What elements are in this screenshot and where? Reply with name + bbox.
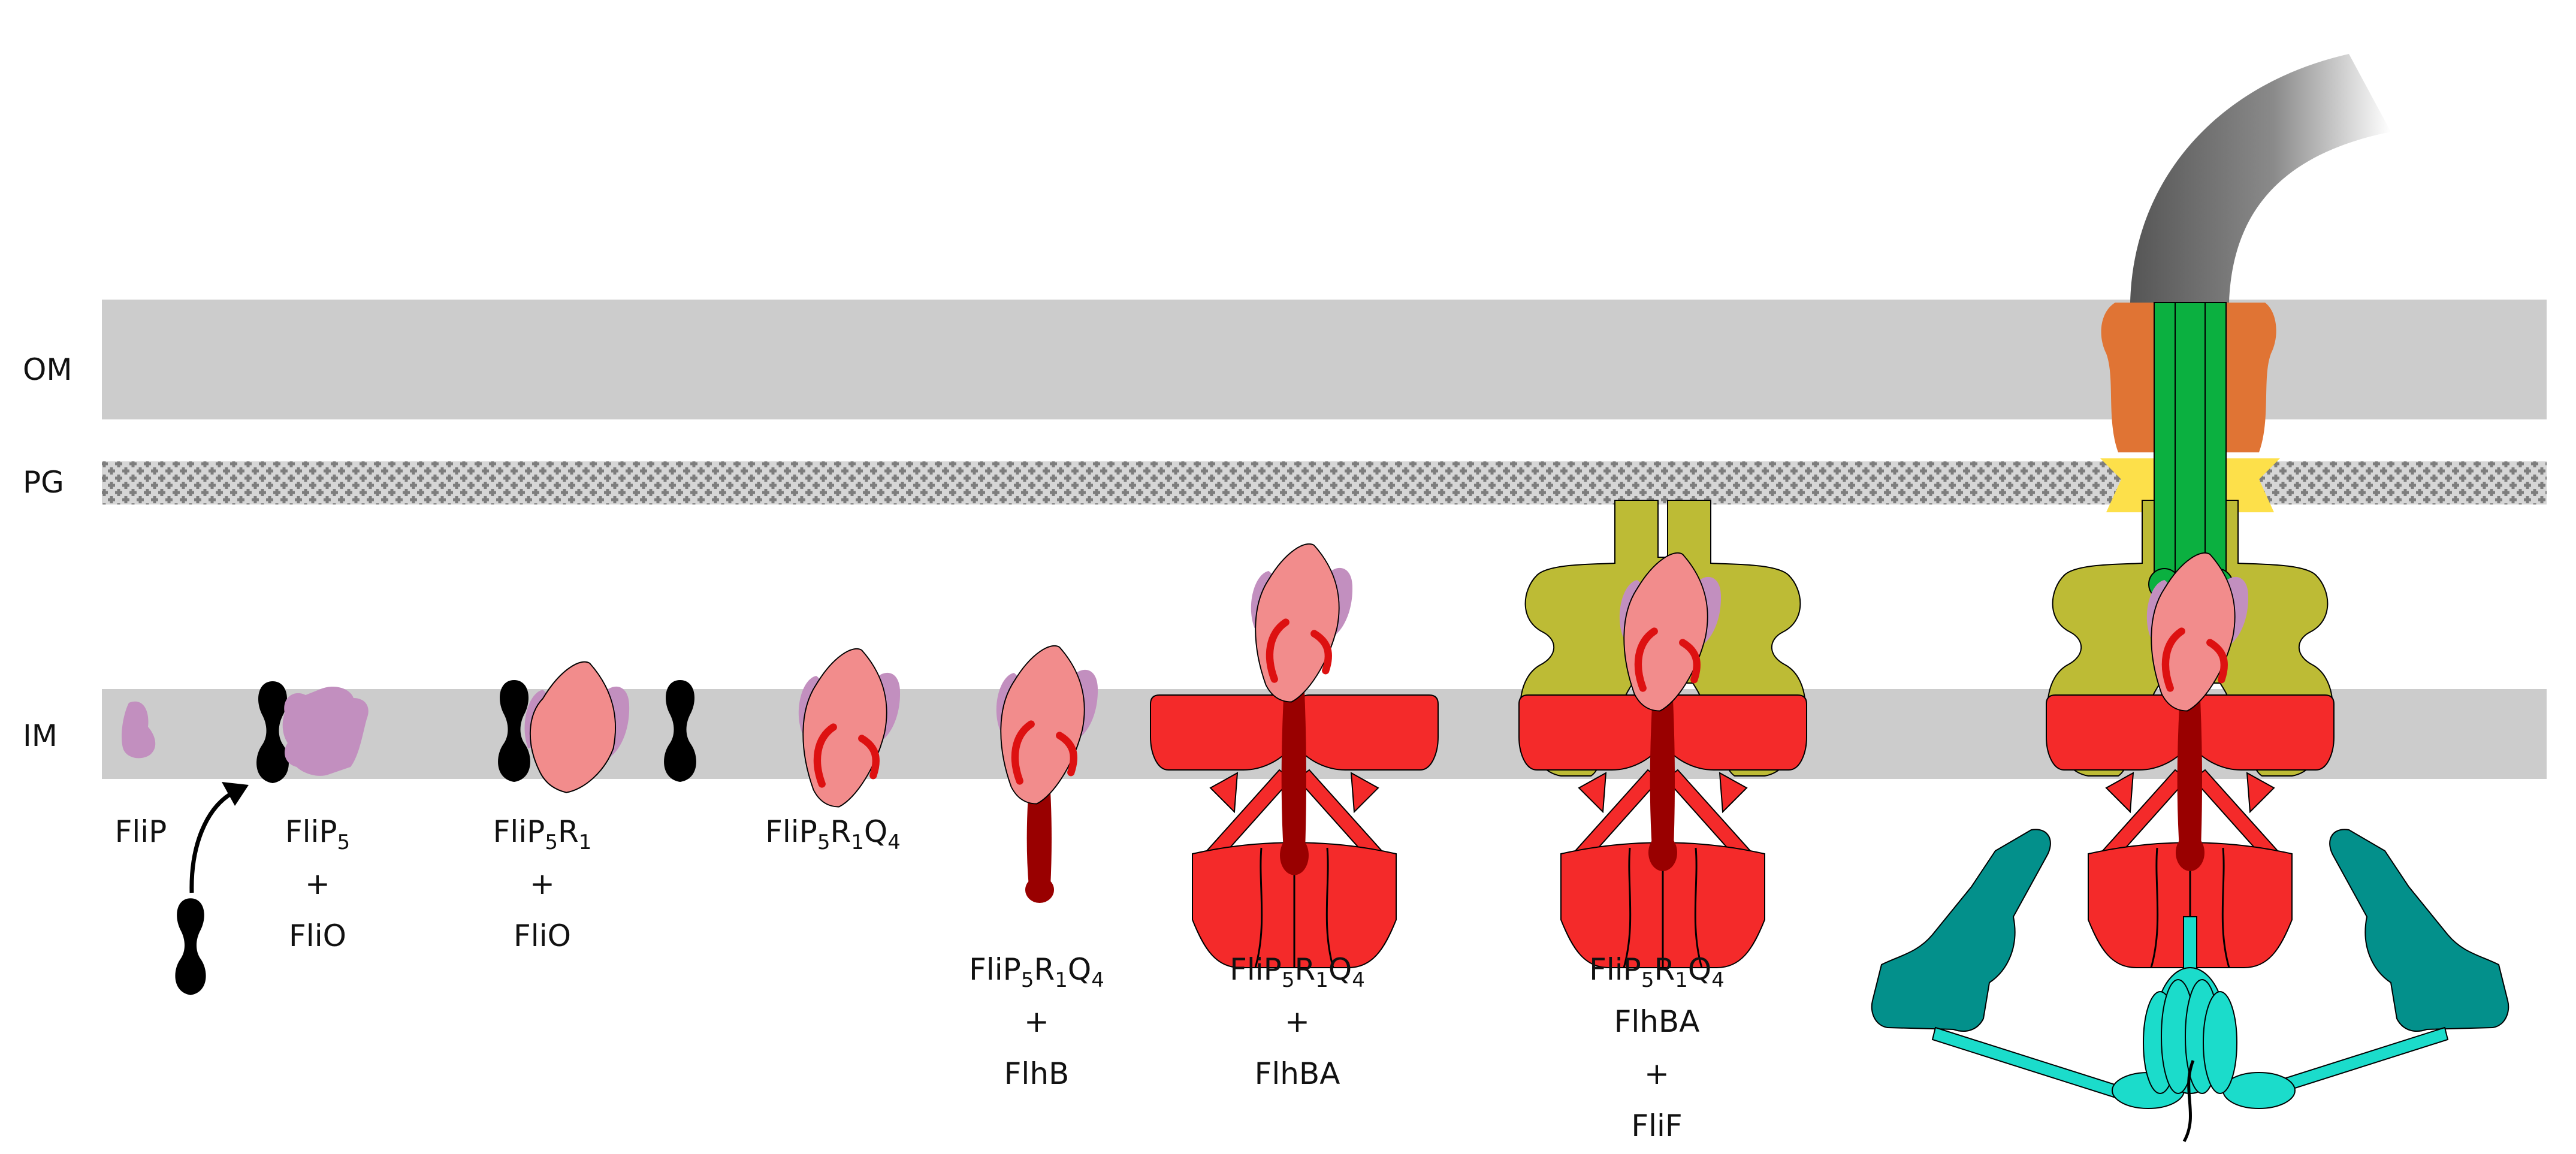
flih-arm-left bbox=[1931, 1026, 2125, 1101]
stage-label-text: FliP bbox=[115, 814, 167, 849]
stage-label-line: FliP5R1Q4 bbox=[765, 814, 901, 854]
stage-label-6: FliP5R1Q4 + FlhBA bbox=[1230, 952, 1365, 1091]
stage-label-text: FlhB bbox=[1004, 1056, 1070, 1091]
stage-label-line: FliP5R1Q4 bbox=[1230, 952, 1365, 992]
stage-label-text: FlhBA bbox=[1614, 1004, 1700, 1039]
flii-atpase bbox=[2143, 967, 2237, 1094]
stage-label-text: FliP bbox=[969, 952, 1021, 987]
stage-label-line: + bbox=[530, 866, 555, 901]
stage-label-subscript: 1 bbox=[579, 830, 592, 854]
stage-label-text: FliP bbox=[1589, 952, 1641, 987]
stage-label-line: + bbox=[1285, 1004, 1310, 1039]
stage4-flip5r1q4-complex bbox=[799, 649, 900, 807]
assembly-arrowhead bbox=[222, 782, 249, 806]
stage-label-text: FliP bbox=[1230, 952, 1282, 987]
free-flio-protein bbox=[175, 898, 206, 995]
layer-label-pg: PG bbox=[23, 465, 64, 500]
stage-label-line: FlhB bbox=[1004, 1056, 1070, 1091]
stage-label-line: FliO bbox=[514, 919, 571, 953]
stage-label-text: Q bbox=[1328, 952, 1352, 987]
stage-label-text: FliP bbox=[765, 814, 817, 849]
stage-label-5: FliP5R1Q4 + FlhB bbox=[969, 952, 1104, 1091]
stage-label-3: FliP5R1 + FliO bbox=[493, 814, 592, 953]
stage3-flip5r1-flio bbox=[498, 661, 630, 793]
stage-label-line: FlhBA bbox=[1614, 1004, 1700, 1039]
stage-label-text: R bbox=[1034, 952, 1055, 987]
stage-label-subscript: 1 bbox=[1055, 968, 1068, 992]
flij-tail bbox=[2182, 1060, 2195, 1143]
stage2-flip5-flio bbox=[256, 681, 369, 783]
stage-label-line: + bbox=[1024, 1004, 1049, 1039]
stage6-flhba-complex bbox=[1149, 544, 1439, 969]
stage-label-line: + bbox=[1644, 1056, 1669, 1091]
stage-label-subscript: 5 bbox=[817, 830, 831, 854]
stage-label-subscript: 5 bbox=[337, 830, 351, 854]
stage-label-subscript: 4 bbox=[1091, 968, 1104, 992]
layer-label-om: OM bbox=[23, 352, 73, 387]
rod-strut-left bbox=[2154, 302, 2176, 585]
stage-label-text: FliP bbox=[285, 814, 337, 849]
stage-label-text: R bbox=[558, 814, 579, 849]
stage-label-text: R bbox=[1654, 952, 1675, 987]
stage-label-text: FliF bbox=[1631, 1108, 1682, 1143]
stage-label-text: Q bbox=[1688, 952, 1711, 987]
stage-label-text: FliO bbox=[289, 919, 346, 953]
stage-label-2: FliP5 + FliO bbox=[285, 814, 350, 953]
stage-label-line: FliP5R1 bbox=[493, 814, 592, 854]
stage-label-text: + bbox=[1644, 1056, 1669, 1091]
stage-label-text: FliP bbox=[493, 814, 545, 849]
stage-label-subscript: 4 bbox=[1711, 968, 1725, 992]
stage-labels: FliP FliP5+FliO FliP5R1+FliO FliP5R1Q4 F… bbox=[115, 814, 1725, 1143]
stage-label-subscript: 1 bbox=[1315, 968, 1328, 992]
stage-label-subscript: 4 bbox=[1352, 968, 1365, 992]
stage-label-line: FlhBA bbox=[1255, 1056, 1340, 1091]
stage-label-subscript: 5 bbox=[1021, 968, 1034, 992]
stage-label-line: FliP5 bbox=[285, 814, 350, 854]
stage-label-subscript: 5 bbox=[1282, 968, 1295, 992]
stage-label-line: FliO bbox=[289, 919, 346, 953]
complete-flagellar-motor bbox=[1871, 54, 2509, 1143]
c-ring-right bbox=[2329, 829, 2509, 1032]
rod-strut-right bbox=[2204, 302, 2227, 585]
layer-label-im: IM bbox=[23, 718, 58, 753]
stage-label-text: FlhBA bbox=[1255, 1056, 1340, 1091]
stage-label-text: R bbox=[1294, 952, 1315, 987]
stage-label-text: FliO bbox=[514, 919, 571, 953]
stage-label-line: FliP bbox=[115, 814, 167, 849]
c-ring-left bbox=[1871, 829, 2051, 1032]
stage-label-text: + bbox=[530, 866, 555, 901]
stage-label-subscript: 4 bbox=[887, 830, 901, 854]
stage-label-line: FliP5R1Q4 bbox=[969, 952, 1104, 992]
stage-label-subscript: 5 bbox=[545, 830, 558, 854]
flih-foot-right bbox=[2222, 1072, 2296, 1109]
stage-label-subscript: 5 bbox=[1641, 968, 1654, 992]
hook bbox=[2130, 54, 2391, 303]
stage-label-4: FliP5R1Q4 bbox=[765, 814, 901, 854]
stage-label-text: + bbox=[1285, 1004, 1310, 1039]
stage-label-text: Q bbox=[1068, 952, 1091, 987]
stage-label-line: FliF bbox=[1631, 1108, 1682, 1143]
stage-label-text: + bbox=[1024, 1004, 1049, 1039]
stage-label-text: R bbox=[830, 814, 851, 849]
stage-label-subscript: 1 bbox=[1675, 968, 1688, 992]
assembly-arrow bbox=[189, 792, 232, 893]
stage-label-1: FliP bbox=[115, 814, 167, 849]
stage-label-line: FliP5R1Q4 bbox=[1589, 952, 1725, 992]
stage-label-text: Q bbox=[864, 814, 887, 849]
stage-label-subscript: 1 bbox=[851, 830, 864, 854]
stage-label-text: + bbox=[305, 866, 330, 901]
stage1-flip-monomer bbox=[122, 701, 156, 759]
stage7-flif-complex bbox=[1518, 500, 1808, 969]
stage-label-line: + bbox=[305, 866, 330, 901]
